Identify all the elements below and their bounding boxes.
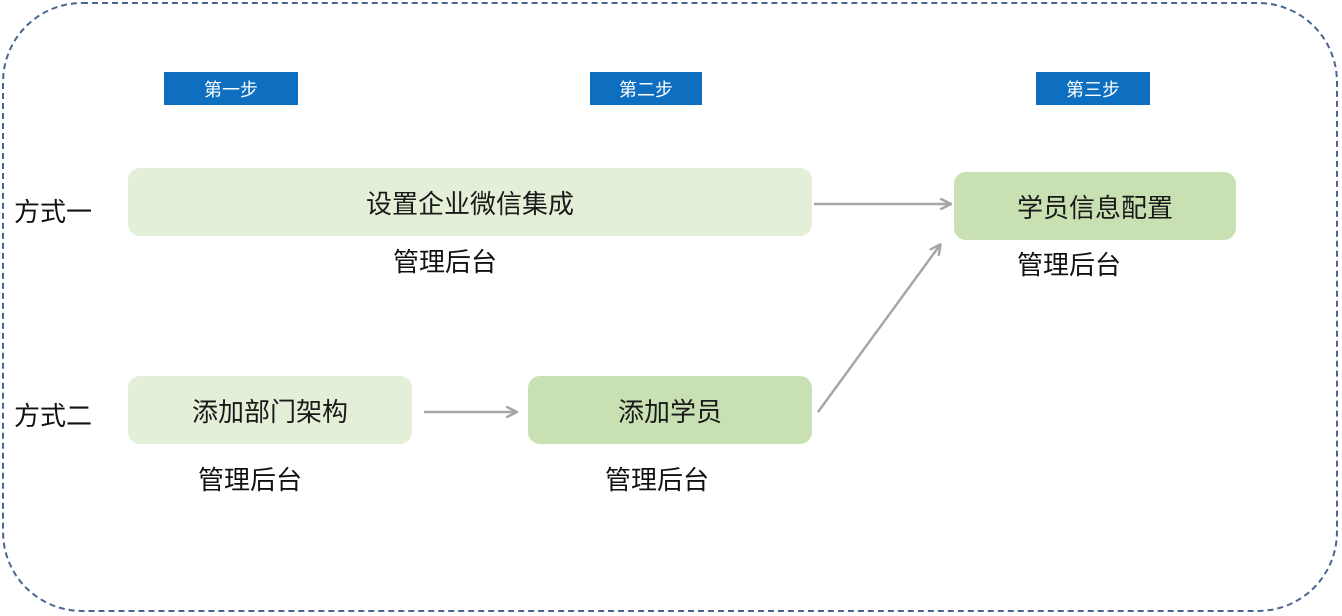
student-info-config-caption: 管理后台 — [1017, 251, 1122, 281]
student-info-config-node: 学员信息配置 — [954, 172, 1236, 240]
step-one-tag: 第一步 — [164, 72, 298, 105]
step-three-tag: 第三步 — [1036, 72, 1150, 105]
method-two-label: 方式二 — [14, 402, 93, 432]
add-department-caption: 管理后台 — [198, 466, 303, 496]
method-one-label: 方式一 — [14, 198, 93, 228]
wechat-integration-node: 设置企业微信集成 — [128, 168, 812, 236]
add-student-node: 添加学员 — [528, 376, 812, 444]
wechat-integration-caption: 管理后台 — [393, 248, 498, 278]
add-department-node: 添加部门架构 — [128, 376, 412, 444]
add-student-caption: 管理后台 — [605, 466, 710, 496]
step-two-tag: 第二步 — [590, 72, 702, 105]
